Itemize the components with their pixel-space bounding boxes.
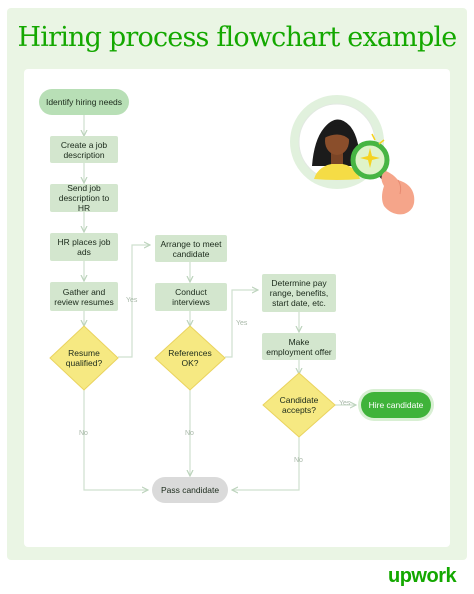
edge-accepts-no xyxy=(232,437,300,490)
node-identify-hiring-needs: Identify hiring needs xyxy=(39,89,129,115)
sparkle-icon xyxy=(360,133,385,168)
edge-resume-no xyxy=(83,390,148,490)
decision-resume-shape xyxy=(49,325,119,391)
node-hire-candidate: Hire candidate xyxy=(361,392,431,418)
node-pass-candidate: Pass candidate xyxy=(152,477,228,503)
page-title: Hiring process flowchart example xyxy=(17,22,458,53)
node-gather-review-resumes: Gather and review resumes xyxy=(50,282,118,311)
node-arrange-meet-candidate: Arrange to meet candidate xyxy=(155,235,227,262)
edge-label-accepts-yes: Yes xyxy=(339,400,351,407)
edge-label-resume-no: No xyxy=(79,430,88,437)
node-send-job-description: Send job description to HR xyxy=(50,183,118,213)
hand-icon xyxy=(381,171,415,215)
edge-label-resume-yes: Yes xyxy=(126,297,138,304)
node-conduct-interviews: Conduct interviews xyxy=(155,283,227,311)
decision-accepts-shape xyxy=(262,372,336,438)
edge-references-yes xyxy=(225,290,258,358)
decision-references-shape xyxy=(154,325,226,391)
edge-label-accepts-no: No xyxy=(294,457,303,464)
node-determine-pay-range: Determine pay range, benefits, start dat… xyxy=(262,274,336,312)
upwork-logo: upwork xyxy=(388,565,457,587)
node-create-job-description: Create a job description xyxy=(50,136,118,163)
woman-avatar-icon xyxy=(312,119,360,180)
edge-label-references-no: No xyxy=(185,430,194,437)
node-hr-places-job-ads: HR places job ads xyxy=(50,233,118,261)
decision-candidate-accepts: Candidate accepts? xyxy=(279,395,319,415)
edge-resume-yes xyxy=(118,245,150,358)
decision-resume-qualified: Resume qualified? xyxy=(65,348,103,368)
node-make-employment-offer: Make employment offer xyxy=(262,333,336,360)
edge-label-references-yes: Yes xyxy=(236,320,248,327)
decision-references-ok: References OK? xyxy=(168,348,212,368)
